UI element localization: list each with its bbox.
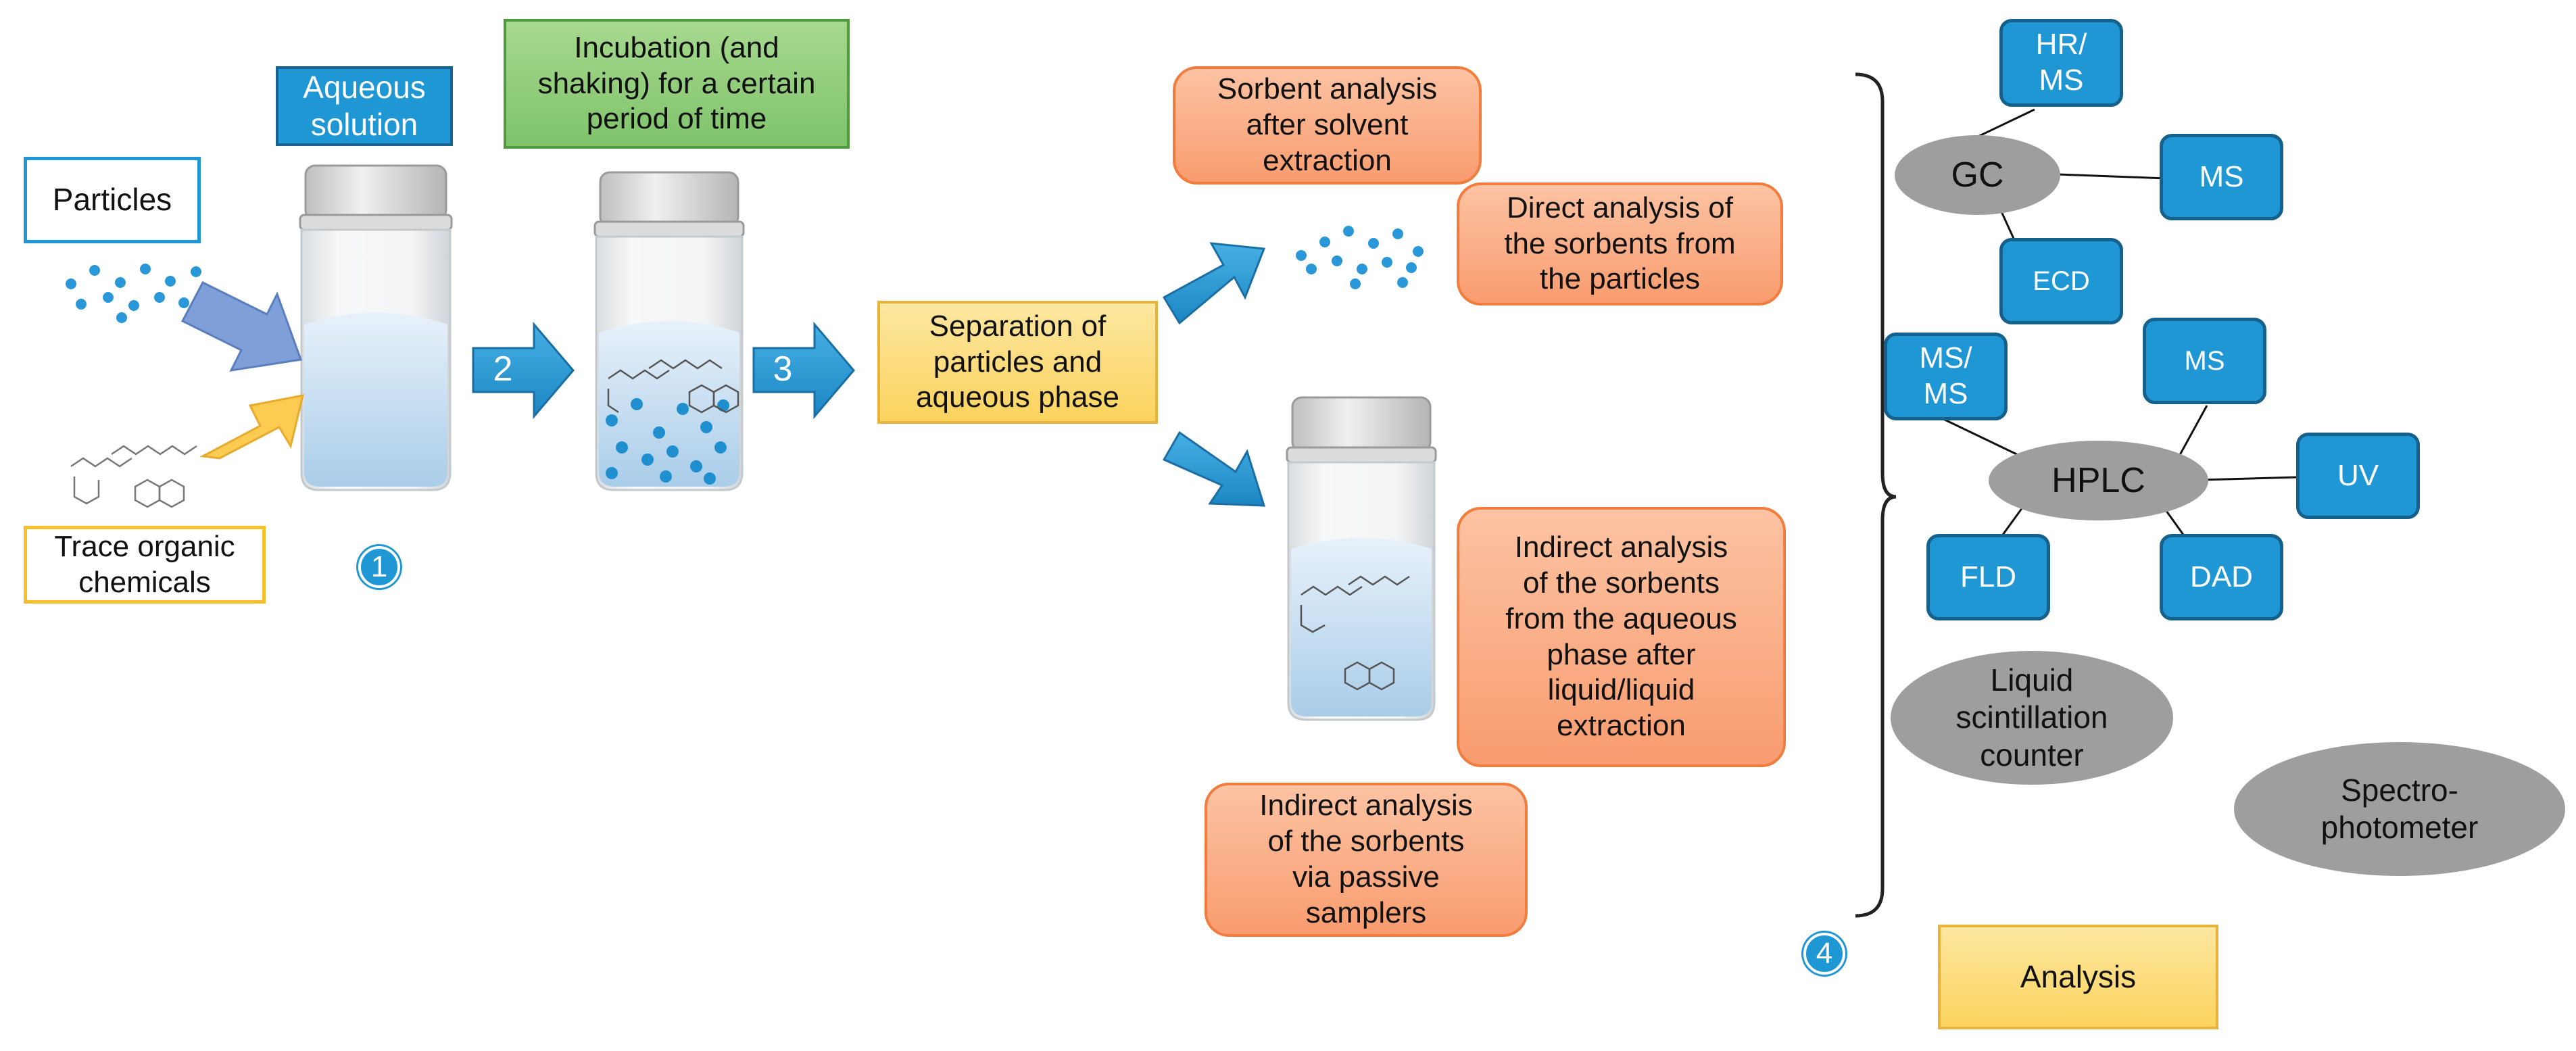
hplc-uv-box: UV xyxy=(2296,433,2420,519)
aqueous-solution-label: Aqueous solution xyxy=(276,66,453,146)
arrow-chemicals-in xyxy=(199,394,305,460)
trace-chemical-molecule xyxy=(70,445,197,508)
gc-oval: GC xyxy=(1895,135,2060,215)
trace-chemicals-label: Trace organic chemicals xyxy=(24,526,266,604)
step-3-badge: 3 xyxy=(773,349,793,389)
arrow-step-3 xyxy=(752,321,855,420)
hplc-ms-box: MS xyxy=(2143,318,2266,404)
bracket xyxy=(1855,72,1897,918)
hplc-oval: HPLC xyxy=(1989,441,2208,520)
step-4-badge: 4 xyxy=(1803,933,1845,975)
indirect-aqueous-label: Indirect analysis of the sorbents from t… xyxy=(1457,507,1786,767)
particles-label: Particles xyxy=(24,157,201,243)
indirect-passive-label: Indirect analysis of the sorbents via pa… xyxy=(1205,783,1528,937)
gc-ms-box: MS xyxy=(2160,134,2283,220)
spectrophotometer-oval: Spectro- photometer xyxy=(2234,742,2565,876)
particles-dots-left xyxy=(66,264,201,323)
liquid-scintillation-counter-oval: Liquid scintillation counter xyxy=(1891,651,2173,785)
analysis-label: Analysis xyxy=(1938,925,2218,1029)
hplc-dad-box: DAD xyxy=(2160,534,2283,620)
hplc-fld-box: FLD xyxy=(1926,534,2050,620)
vial-2 xyxy=(593,171,745,491)
arrow-particles-in xyxy=(180,281,303,372)
arrow-step-2 xyxy=(472,321,575,420)
hplc-msms-box: MS/ MS xyxy=(1884,333,2008,420)
vial-1 xyxy=(299,164,453,491)
gc-hrms-box: HR/ MS xyxy=(1999,19,2123,107)
incubation-label: Incubation (and shaking) for a certain p… xyxy=(504,19,850,149)
arrow-to-aqueous xyxy=(1162,431,1266,507)
step-2-badge: 2 xyxy=(493,349,513,389)
particles-dots-separated xyxy=(1296,226,1424,289)
separation-label: Separation of particles and aqueous phas… xyxy=(877,301,1158,424)
vial-3 xyxy=(1286,396,1437,721)
step-1-badge: 1 xyxy=(358,546,400,588)
sorbent-after-extraction-label: Sorbent analysis after solvent extractio… xyxy=(1173,66,1482,185)
arrow-to-particles xyxy=(1162,242,1266,325)
direct-analysis-label: Direct analysis of the sorbents from the… xyxy=(1457,182,1783,305)
gc-ecd-box: ECD xyxy=(1999,238,2123,324)
